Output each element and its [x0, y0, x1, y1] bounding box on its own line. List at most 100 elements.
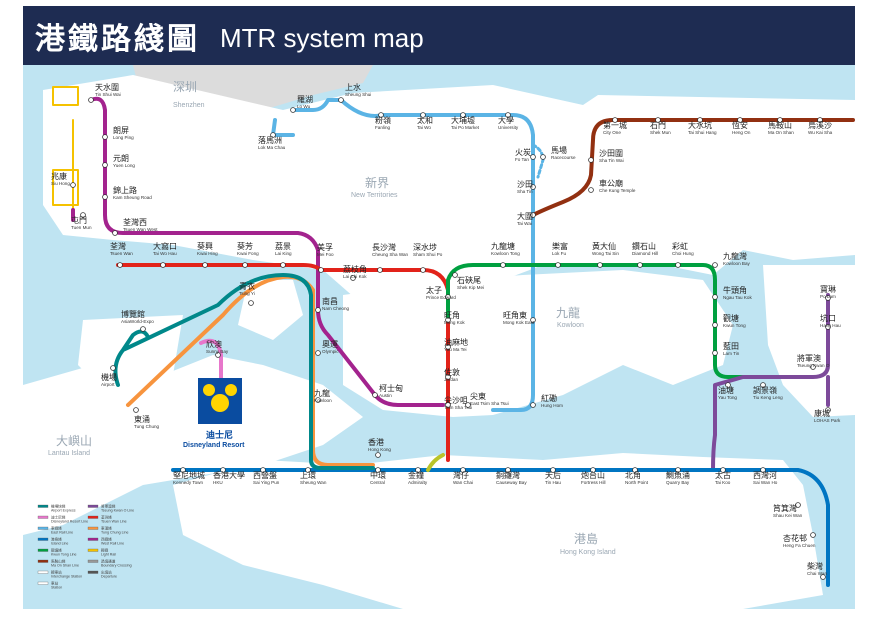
- station-marker: [102, 162, 108, 168]
- legend-label-cn: 過境通道: [101, 559, 116, 564]
- area-lantau-cn: 大嶼山: [56, 434, 92, 448]
- legend-label-cn: 迪士尼綫: [51, 515, 66, 520]
- disneyland-badge[interactable]: 迪士尼 Disneyland Resort: [183, 378, 245, 449]
- station-name-cn: 葵芳: [237, 241, 253, 251]
- area-nt-cn: 新界: [365, 175, 389, 190]
- station-name-cn: 鰂魚涌: [666, 470, 690, 480]
- station-name-cn: 牛頭角: [723, 285, 747, 295]
- station-name-en: Shek Kip Mei: [457, 285, 484, 290]
- station-marker: [80, 212, 86, 218]
- station-name-en: Sham Shui Po: [413, 252, 443, 257]
- line-kwun-tong: [446, 263, 785, 379]
